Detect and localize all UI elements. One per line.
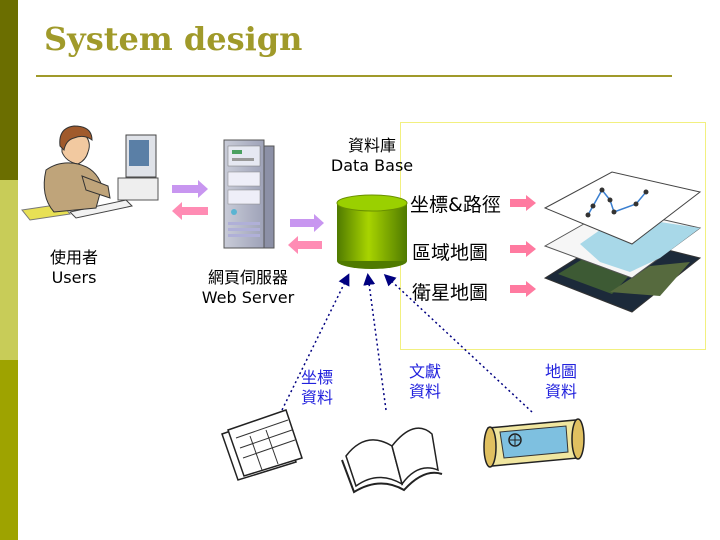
server-to-db-arrow: [290, 214, 324, 232]
map-data-line1: 地圖: [544, 362, 577, 381]
coordinate-path-layer: [543, 171, 702, 245]
literature-data-line2: 資料: [408, 382, 441, 401]
database-label-en: Data Base: [330, 156, 414, 175]
layer-label-satellite-map: 衛星地圖: [412, 282, 489, 304]
layer-arrow-satellite: [510, 281, 536, 297]
users-label-cn: 使用者: [49, 248, 98, 267]
literature-data-link: [363, 273, 387, 411]
database-icon: [336, 194, 408, 269]
map-data-link: [383, 273, 533, 413]
literature-data-label: 文獻 資料: [400, 362, 450, 402]
open-book-icon: [341, 427, 443, 494]
server-label: 網頁伺服器 Web Server: [188, 268, 308, 308]
server-label-cn: 網頁伺服器: [207, 268, 288, 287]
users-label: 使用者 Users: [38, 248, 110, 288]
map-data-line2: 資料: [544, 382, 577, 401]
left-accent-bar: [0, 0, 18, 540]
layer-label-region-map: 區域地圖: [412, 242, 489, 264]
map-scroll-icon: [483, 418, 585, 468]
layer-label-coord-path: 坐標&路徑: [410, 194, 501, 216]
coord-data-line1: 坐標: [300, 368, 333, 387]
user-at-computer-icon: [21, 125, 159, 221]
layer-arrow-coord: [510, 195, 536, 211]
db-to-server-arrow: [288, 236, 322, 254]
response-arrow: [172, 202, 208, 220]
accent-segment-top: [0, 0, 18, 180]
accent-segment-bottom: [0, 360, 18, 540]
layer-arrow-region: [510, 241, 536, 257]
coord-data-label: 坐標 資料: [292, 368, 342, 408]
map-data-label: 地圖 資料: [536, 362, 586, 402]
users-label-en: Users: [51, 268, 97, 287]
slide-title: System design: [44, 20, 303, 58]
spreadsheet-icon: [221, 409, 303, 481]
server-label-en: Web Server: [201, 288, 295, 307]
request-arrow: [172, 180, 208, 198]
literature-data-line1: 文獻: [408, 362, 441, 381]
database-label: 資料庫 Data Base: [322, 136, 422, 176]
title-divider: [36, 75, 672, 77]
coord-data-line2: 資料: [300, 388, 333, 407]
web-server-icon: [223, 139, 275, 249]
database-label-cn: 資料庫: [347, 136, 396, 155]
accent-segment-middle: [0, 180, 18, 360]
